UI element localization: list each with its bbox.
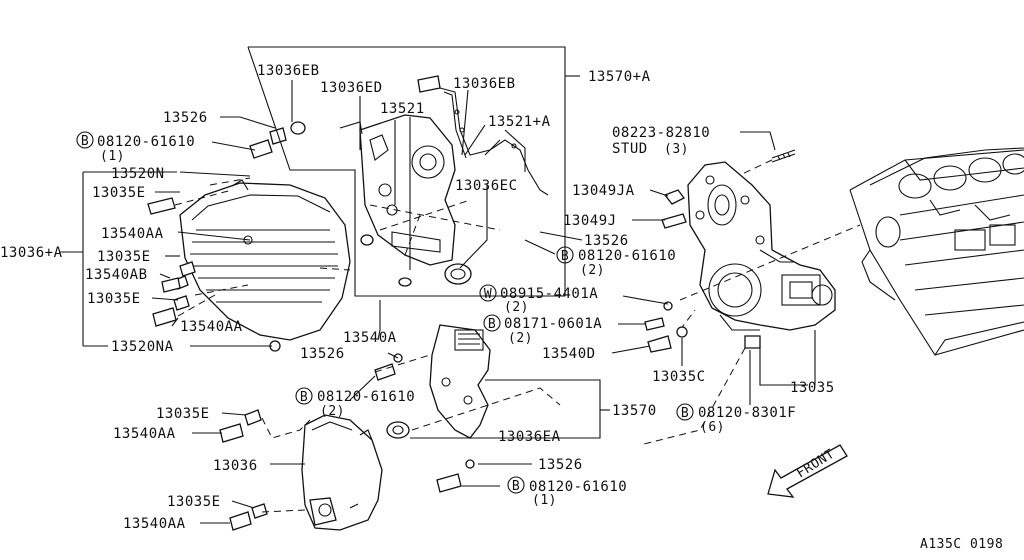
svg-text:W: W bbox=[484, 287, 492, 302]
bolt-symbol-icon bbox=[556, 246, 574, 264]
stud-drawing bbox=[739, 149, 796, 176]
label-13049j: 13049J bbox=[563, 213, 617, 229]
label-13540aa-d: 13540AA bbox=[123, 516, 186, 532]
label-13540d: 13540D bbox=[542, 346, 596, 362]
svg-text:B: B bbox=[561, 249, 569, 264]
bolt-symbol-icon bbox=[295, 387, 313, 405]
label-13540a: 13540A bbox=[343, 330, 397, 346]
label-13520n: 13520N bbox=[111, 166, 165, 182]
label-13035e-e: 13035E bbox=[167, 494, 221, 510]
lower-cover-drawing bbox=[219, 387, 561, 531]
label-13540aa-b: 13540AA bbox=[180, 319, 243, 335]
label-08120-a-qty: (1) bbox=[100, 149, 125, 164]
label-08120-d-qty: (6) bbox=[700, 420, 725, 435]
label-13036ea: 13036EA bbox=[498, 429, 561, 445]
label-stud-qty: (3) bbox=[664, 142, 689, 157]
label-13540ab: 13540AB bbox=[85, 267, 148, 283]
bolt-symbol-icon bbox=[676, 403, 694, 421]
washer-symbol-icon bbox=[479, 284, 497, 302]
part-labels: 13570+A 13036EB 13036ED 13036EB 13521 13… bbox=[0, 63, 1003, 552]
label-08120-c: 08120-61610 bbox=[317, 389, 415, 405]
label-13035e-b: 13035E bbox=[97, 249, 151, 265]
label-13540aa-c: 13540AA bbox=[113, 426, 176, 442]
label-13526-d: 13526 bbox=[538, 457, 583, 473]
oil-pump-drawing bbox=[679, 161, 861, 331]
label-13035e-a: 13035E bbox=[92, 185, 146, 201]
pump-small-parts bbox=[639, 189, 761, 446]
label-13036: 13036 bbox=[213, 458, 258, 474]
label-13035: 13035 bbox=[790, 380, 835, 396]
label-stud-name: STUD bbox=[612, 141, 648, 157]
rear-cover-drawing bbox=[359, 114, 501, 266]
label-13036ed: 13036ED bbox=[320, 80, 383, 96]
label-13520na: 13520NA bbox=[111, 339, 174, 355]
label-08915-qty: (2) bbox=[504, 300, 529, 315]
label-13521a: 13521+A bbox=[488, 114, 551, 130]
gasket-strip-drawing bbox=[339, 75, 549, 196]
label-08120-b-qty: (2) bbox=[580, 263, 605, 278]
label-13570a: 13570+A bbox=[588, 69, 651, 85]
svg-text:B: B bbox=[488, 317, 496, 332]
label-13036a: 13036+A bbox=[0, 245, 63, 261]
label-13049ja: 13049JA bbox=[572, 183, 635, 199]
label-08120-b: 08120-61610 bbox=[578, 248, 676, 264]
upper-cover-bolts bbox=[147, 189, 281, 352]
label-08120-e-qty: (1) bbox=[532, 493, 557, 508]
label-08120-a: 08120-61610 bbox=[97, 134, 195, 150]
label-08120-e: 08120-61610 bbox=[529, 479, 627, 495]
label-13036eb-a: 13036EB bbox=[257, 63, 320, 79]
label-13036eb-b: 13036EB bbox=[453, 76, 516, 92]
label-13035e-d: 13035E bbox=[156, 406, 210, 422]
bolt-symbol-icon bbox=[76, 131, 94, 149]
svg-text:B: B bbox=[81, 134, 89, 149]
label-13570: 13570 bbox=[612, 403, 657, 419]
bolt-symbol-icon bbox=[483, 314, 501, 332]
label-13035c: 13035C bbox=[652, 369, 706, 385]
callout-symbols: B B W B B B B bbox=[76, 131, 694, 494]
label-13526-a: 13526 bbox=[163, 110, 208, 126]
bolt-symbol-icon bbox=[507, 476, 525, 494]
diagram-code: A135C 0198 bbox=[920, 537, 1003, 552]
seals-drawing bbox=[249, 121, 472, 287]
label-08120-c-qty: (2) bbox=[320, 404, 345, 419]
label-13521: 13521 bbox=[380, 101, 425, 117]
group-boxes bbox=[60, 46, 610, 439]
svg-text:B: B bbox=[681, 406, 689, 421]
label-08915: 08915-4401A bbox=[500, 286, 598, 302]
label-13036ec: 13036EC bbox=[455, 178, 518, 194]
label-13540aa-a: 13540AA bbox=[101, 226, 164, 242]
label-13526-b: 13526 bbox=[584, 233, 629, 249]
label-08171: 08171-0601A bbox=[504, 316, 602, 332]
label-08171-qty: (2) bbox=[508, 331, 533, 346]
svg-text:B: B bbox=[512, 479, 520, 494]
svg-text:B: B bbox=[300, 390, 308, 405]
label-08120-d: 08120-8301F bbox=[698, 405, 796, 421]
upper-front-cover-drawing bbox=[179, 177, 351, 341]
label-stud-part-number: 08223-82810 bbox=[612, 125, 710, 141]
label-13035e-c: 13035E bbox=[87, 291, 141, 307]
front-arrow: FRONT bbox=[767, 444, 848, 498]
engine-block-drawing bbox=[849, 147, 1024, 356]
leader-lines bbox=[151, 80, 816, 524]
label-13526-c: 13526 bbox=[300, 346, 345, 362]
